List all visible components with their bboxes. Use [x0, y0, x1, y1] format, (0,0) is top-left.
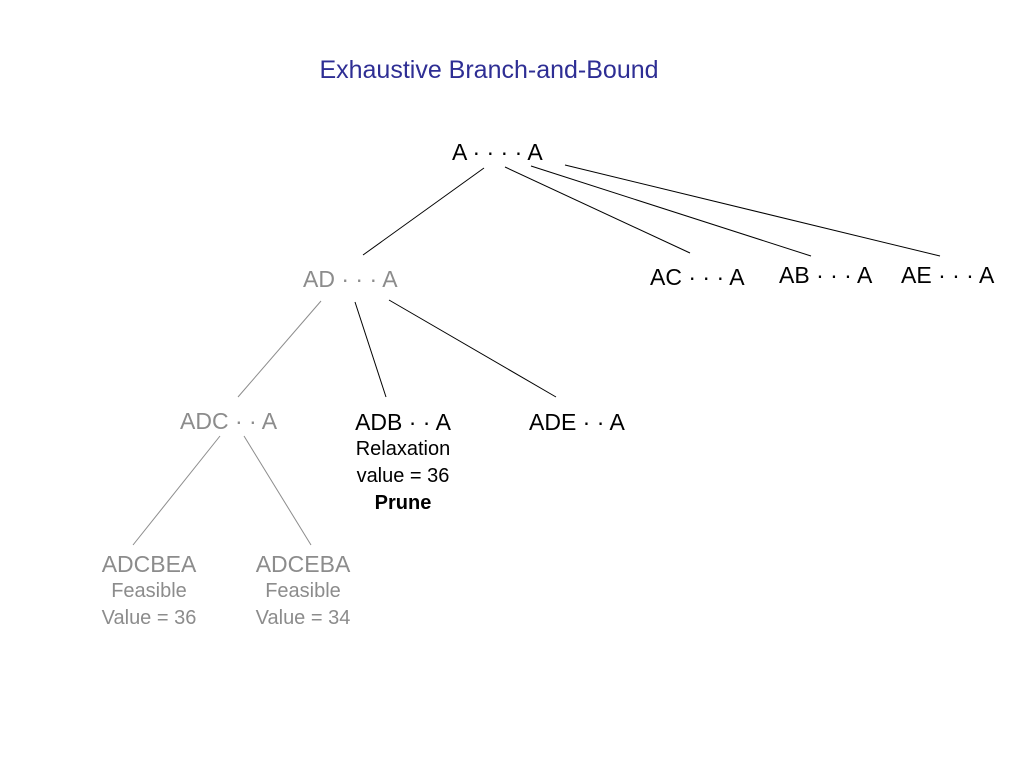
node-adcbea-value: Value = 36: [101, 607, 197, 629]
node-adb-value: value = 36: [356, 465, 450, 487]
node-ae: AE · · · A: [901, 261, 994, 289]
node-adc-label: ADC · · A: [180, 408, 278, 434]
node-root: A · · · · A: [452, 138, 543, 166]
node-root-label: A · · · · A: [452, 139, 543, 165]
edge-ad-adb: [354, 301, 387, 398]
node-ae-label: AE · · · A: [901, 262, 995, 288]
edge-ad-adc: [237, 300, 322, 398]
node-adcbea-status: Feasible: [111, 580, 187, 602]
node-ac-label: AC · · · A: [650, 264, 745, 290]
node-adcbea: ADCBEA Feasible Value = 36: [88, 550, 210, 632]
node-adb-label: ADB · · A: [355, 409, 451, 435]
node-adb-prune: Prune: [374, 492, 432, 514]
slide-title: Exhaustive Branch-and-Bound: [319, 56, 659, 84]
edge-root-ab: [530, 165, 812, 257]
node-adceba-status: Feasible: [265, 580, 341, 602]
node-adceba-label: ADCEBA: [255, 551, 351, 577]
node-adb: ADB · · A Relaxation value = 36 Prune: [339, 408, 467, 517]
node-ad: AD · · · A: [303, 265, 398, 293]
node-adb-relaxation: Relaxation: [355, 438, 451, 460]
edge-root-ac: [504, 166, 691, 254]
node-adceba-value: Value = 34: [255, 607, 351, 629]
node-ab: AB · · · A: [779, 261, 872, 289]
edge-adc-adcbea: [132, 435, 221, 546]
edge-adc-adceba: [243, 435, 312, 546]
node-adceba: ADCEBA Feasible Value = 34: [242, 550, 364, 632]
node-ac: AC · · · A: [650, 263, 745, 291]
node-ade-label: ADE · · A: [529, 409, 625, 435]
node-ad-label: AD · · · A: [303, 266, 398, 292]
node-adc: ADC · · A: [180, 407, 277, 435]
edge-root-ad: [362, 167, 485, 256]
node-ade: ADE · · A: [529, 408, 625, 436]
edge-ad-ade: [388, 299, 557, 398]
node-adcbea-label: ADCBEA: [101, 551, 197, 577]
edge-root-ae: [564, 164, 941, 257]
node-ab-label: AB · · · A: [779, 262, 873, 288]
